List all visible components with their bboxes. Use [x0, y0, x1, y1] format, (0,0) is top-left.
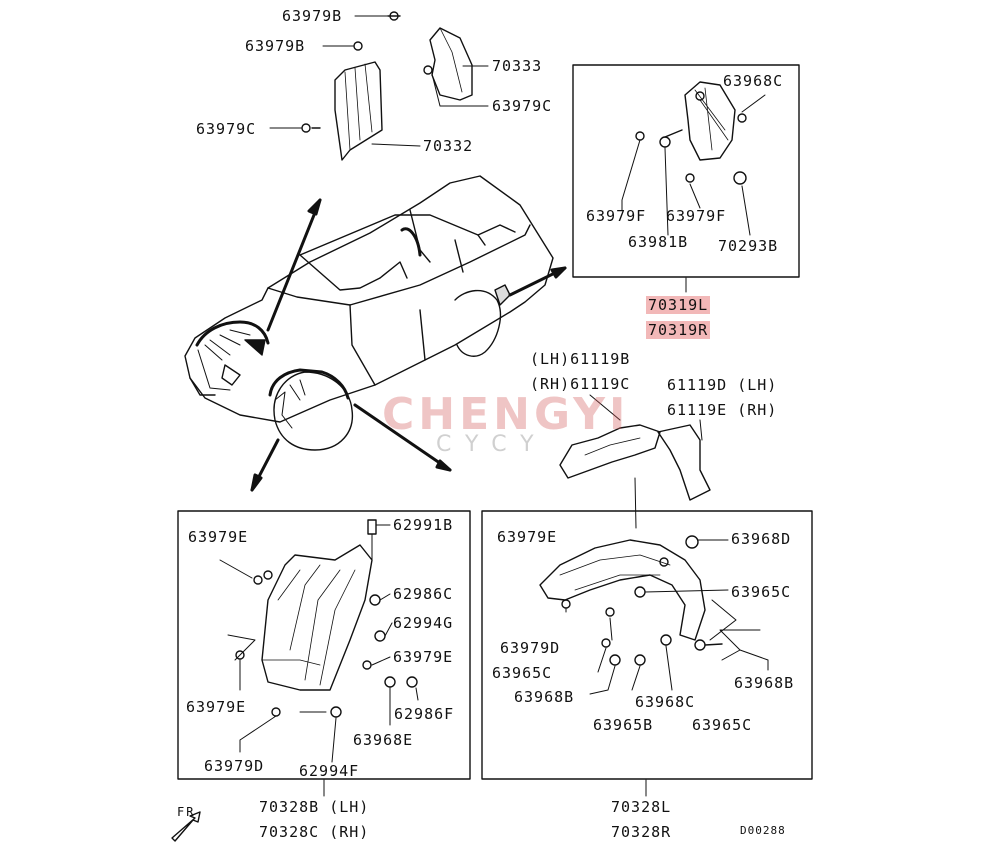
part-label: 63979B	[245, 37, 306, 55]
part-label: 63979E	[393, 648, 454, 666]
part-label: 63979F	[586, 207, 647, 225]
rear-liner-parts	[539, 535, 769, 695]
vehicle-illustration	[184, 175, 554, 451]
part-label: 63968C	[723, 72, 784, 90]
part-label: 63968D	[731, 530, 792, 548]
front-liner-parts	[219, 519, 419, 763]
part-label: 63968B	[514, 688, 575, 706]
part-label: 61119E (RH)	[667, 401, 778, 419]
part-label: 70319R	[646, 321, 711, 339]
part-label: 63981B	[628, 233, 689, 251]
part-label: (LH)61119B	[530, 350, 631, 368]
assembly-label: 70328L	[611, 798, 672, 816]
watermark-brand: CHENGYI	[382, 389, 630, 440]
splash-shield-parts	[269, 11, 489, 161]
assembly-label: 70328C (RH)	[259, 823, 370, 841]
part-label: 70332	[423, 137, 474, 155]
part-label-highlight: 70319R	[646, 321, 711, 339]
drawing-code: D00288	[740, 824, 786, 837]
detail-box-front-liner	[177, 510, 471, 780]
assembly-label: 70328R	[611, 823, 672, 841]
callout-arrows	[250, 198, 567, 492]
part-label: 63979D	[500, 639, 561, 657]
part-label: (RH)61119C	[530, 375, 631, 393]
part-label: 63965C	[731, 583, 792, 601]
wheelhouse-cover-parts	[559, 394, 711, 529]
part-label: 62986F	[394, 705, 455, 723]
detail-box-rear-liner	[481, 510, 813, 780]
part-label: 63979E	[497, 528, 558, 546]
detail-box-rear-bracket	[572, 64, 800, 278]
part-label: 62991B	[393, 516, 454, 534]
part-label: 63965C	[492, 664, 553, 682]
part-label: 70319L	[646, 296, 711, 314]
part-label: 63979E	[188, 528, 249, 546]
part-label: 63968B	[734, 674, 795, 692]
part-label: 63968E	[353, 731, 414, 749]
part-label: 63979E	[186, 698, 247, 716]
watermark-sub: CYCY	[436, 432, 548, 457]
part-label: 63965C	[692, 716, 753, 734]
part-label: 63979C	[196, 120, 257, 138]
part-label-highlight: 70319L	[646, 296, 711, 314]
part-label: 62986C	[393, 585, 454, 603]
rear-bracket-parts	[621, 81, 766, 236]
part-label: 63968C	[635, 693, 696, 711]
part-label: 70333	[492, 57, 543, 75]
part-label: 63965B	[593, 716, 654, 734]
part-label: 63979B	[282, 7, 343, 25]
front-direction-arrow-icon	[171, 811, 201, 842]
part-label: 61119D (LH)	[667, 376, 778, 394]
part-label: 63979D	[204, 757, 265, 775]
part-label: 63979F	[666, 207, 727, 225]
assembly-label: 70328B (LH)	[259, 798, 370, 816]
part-label: 63979C	[492, 97, 553, 115]
part-label: 62994G	[393, 614, 454, 632]
part-label: 62994F	[299, 762, 360, 780]
front-direction-label: FR	[177, 805, 196, 819]
part-label: 70293B	[718, 237, 779, 255]
